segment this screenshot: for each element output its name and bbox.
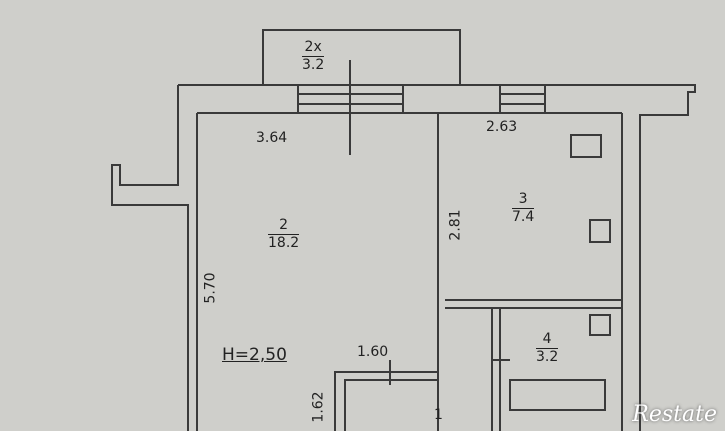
inner-wall-top (197, 112, 439, 431)
dim-hall-length: 1.62 (310, 391, 327, 423)
bathtub (509, 379, 606, 411)
dim-kitchen-width: 2.63 (486, 119, 518, 135)
window-kitchen (499, 84, 546, 114)
balcony-number: 2x (302, 40, 325, 57)
stove (570, 134, 602, 158)
restate-watermark: Restate (632, 402, 717, 427)
ceiling-height: H=2,50 (222, 345, 287, 365)
living-area: 18.2 (268, 234, 300, 251)
bath-label: 4 3.2 (536, 332, 559, 365)
kitchen-label: 3 7.4 (512, 192, 535, 225)
outer-wall-top (178, 84, 696, 431)
bath-number: 4 (536, 332, 559, 349)
balcony-area: 3.2 (302, 56, 325, 73)
balcony-outline (262, 29, 461, 85)
living-number: 2 (268, 218, 300, 235)
kitchen-number: 3 (512, 192, 535, 209)
outer-wall-left (111, 85, 189, 431)
balcony-label: 2x 3.2 (302, 40, 325, 73)
dim-living-width: 3.64 (256, 130, 288, 146)
dim-hall-width: 1.60 (357, 344, 389, 360)
dim-living-length: 5.70 (202, 272, 219, 304)
living-room-label: 2 18.2 (268, 218, 300, 251)
dim-kitchen-depth: 2.81 (447, 209, 464, 241)
kitchen-area: 7.4 (512, 208, 535, 225)
bath-area: 3.2 (536, 348, 559, 365)
hall-number: 1 (434, 407, 443, 423)
